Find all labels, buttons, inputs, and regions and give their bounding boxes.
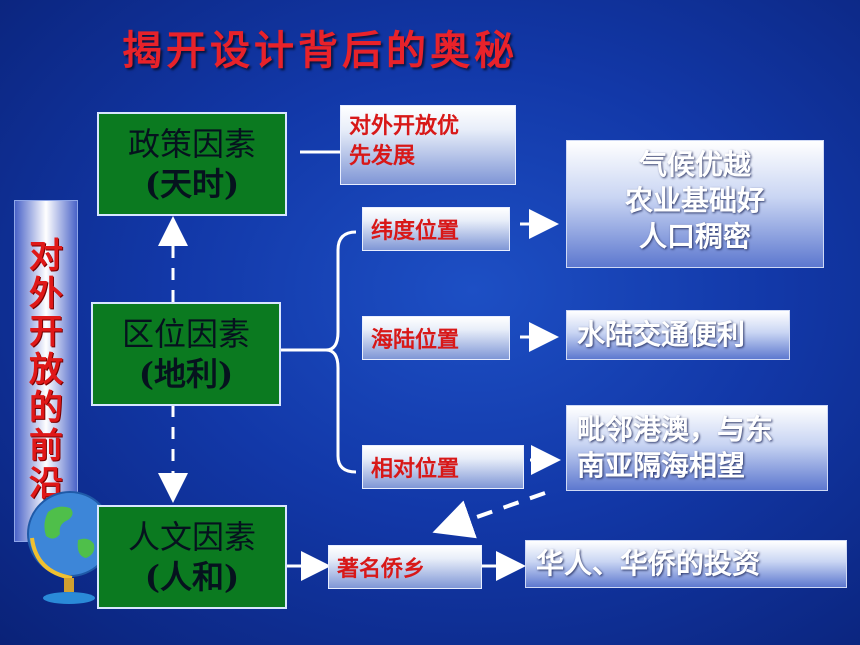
policy-factor-name: 政策因素 [127,125,256,163]
side-label-bar: 对 外 开 放 的 前 沿 [14,200,78,542]
side-label-char: 的 [29,388,63,428]
latitude-position-box: 纬度位置 [362,207,510,251]
page-title: 揭开设计背后的奥秘 [122,28,518,74]
policy-result-line: 对外开放优 [349,114,460,139]
sea-land-result-text: 水陆交通便利 [577,318,746,351]
policy-factor-sub: (天时) [144,165,240,203]
relative-result-box: 毗邻港澳，与东 南亚隔海相望 [566,405,828,491]
sea-land-position-label: 海陆位置 [371,328,460,353]
latitude-position-label: 纬度位置 [371,219,460,244]
side-label-char: 对 [29,236,63,276]
side-label-char: 前 [29,426,63,466]
relative-position-box: 相对位置 [362,445,524,489]
latitude-result-line: 农业基础好 [624,184,765,217]
relative-result-line: 毗邻港澳，与东 [577,413,774,446]
hometown-box: 著名侨乡 [328,545,482,589]
hometown-result-box: 华人、华侨的投资 [525,540,847,588]
human-factor-box: 人文因素 (人和) [97,505,287,609]
latitude-result-box: 气候优越 农业基础好 人口稠密 [566,140,824,268]
sea-land-position-box: 海陆位置 [362,316,510,360]
location-factor-sub: (地利) [138,355,234,393]
policy-factor-box: 政策因素 (天时) [97,112,287,216]
human-factor-sub: (人和) [144,558,240,596]
relative-position-label: 相对位置 [371,457,460,482]
human-factor-name: 人文因素 [127,518,256,556]
side-label-char: 外 [29,274,63,314]
side-label-char: 开 [29,312,63,352]
policy-result-box: 对外开放优 先发展 [340,105,516,185]
sea-land-result-box: 水陆交通便利 [566,310,790,360]
hometown-label: 著名侨乡 [337,557,426,582]
policy-result-line: 先发展 [349,144,416,169]
latitude-result-line: 人口稠密 [638,220,751,253]
hometown-result-text: 华人、华侨的投资 [536,547,761,580]
side-label: 对 外 开 放 的 前 沿 [15,237,77,503]
side-label-char: 放 [29,350,63,390]
location-factor-name: 区位因素 [121,315,250,353]
relative-result-line: 南亚隔海相望 [577,449,746,482]
location-factor-box: 区位因素 (地利) [91,302,281,406]
latitude-result-line: 气候优越 [638,148,751,181]
